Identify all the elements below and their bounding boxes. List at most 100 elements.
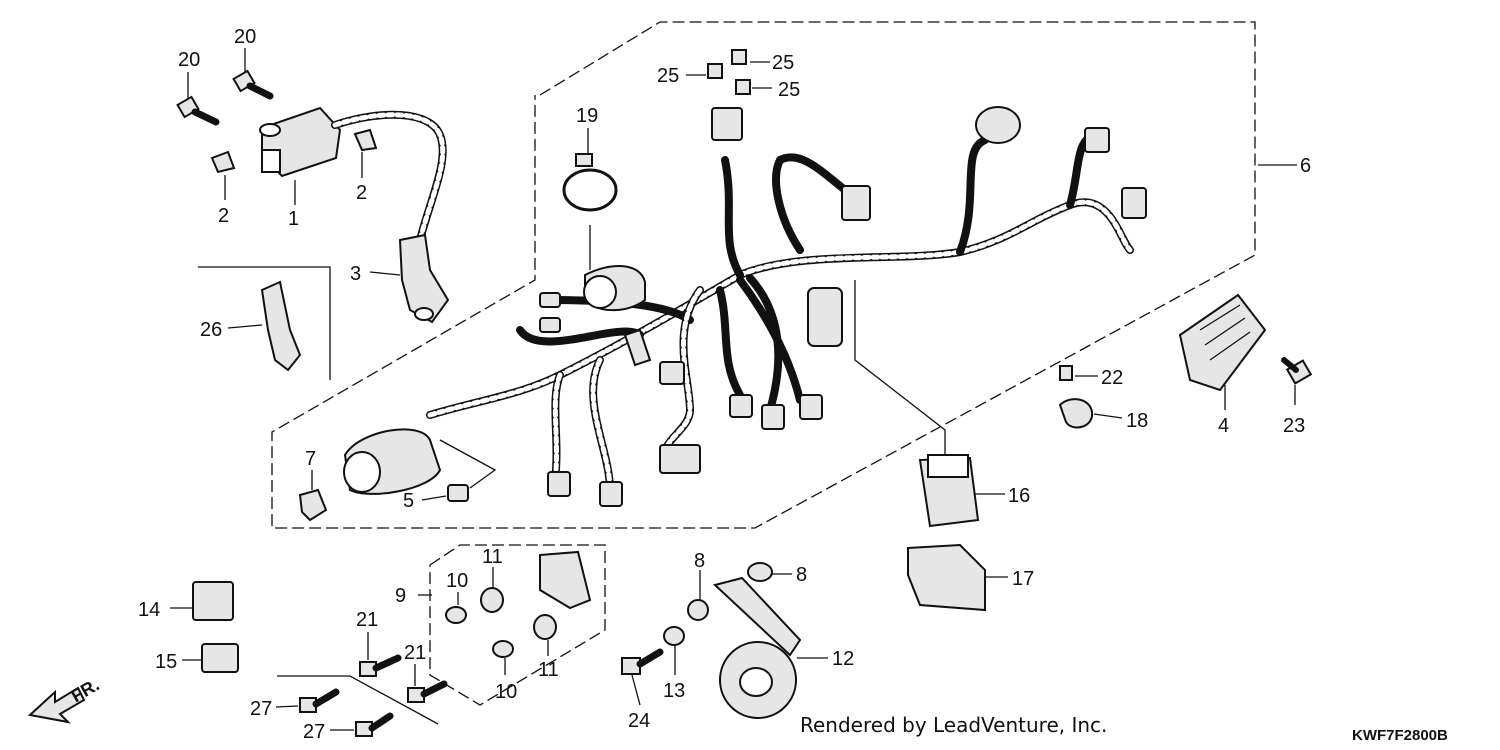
relay-bracket <box>539 550 592 610</box>
relay-cover-17 <box>907 543 986 612</box>
callout-10-bottom: 10 <box>495 681 517 703</box>
collar-10-a <box>445 606 467 624</box>
harness-sleeve <box>623 328 652 367</box>
rubber-cap-frame <box>198 266 331 380</box>
callout-2-right: 2 <box>356 182 367 204</box>
clip-22 <box>1059 365 1073 381</box>
harness-boot-left-rim <box>343 451 381 493</box>
relay-16 <box>918 454 980 528</box>
callout-21-left: 21 <box>356 609 378 631</box>
screw-27-b <box>355 712 394 737</box>
connector-tip-2 <box>539 317 561 333</box>
bolt-20-right <box>232 69 274 100</box>
harness-group-boundary <box>271 21 1256 529</box>
regulator-rectifier <box>1178 293 1267 392</box>
bolt-24 <box>621 648 664 675</box>
collar-13 <box>663 626 685 646</box>
relay-socket-15 <box>201 643 239 673</box>
fuse-25-c <box>735 79 751 95</box>
callout-25-top: 25 <box>772 52 794 74</box>
connector-low-6 <box>799 394 823 420</box>
fuse-25-b <box>731 49 747 65</box>
band-19 <box>562 168 618 212</box>
callout-25-left: 25 <box>657 65 679 87</box>
connector-low-1 <box>547 471 571 497</box>
connector-low-3 <box>659 444 701 474</box>
callout-5: 5 <box>403 490 414 512</box>
relay-group-boundary <box>429 544 606 706</box>
callout-17: 17 <box>1012 568 1034 590</box>
grommet-11-a <box>480 587 504 613</box>
grommet-11-b <box>533 614 557 640</box>
callout-20-right: 20 <box>234 26 256 48</box>
collar-10-b <box>492 640 514 658</box>
wire-harness <box>426 131 1134 494</box>
leader-lines <box>170 48 1297 731</box>
bolt-21-a <box>359 654 402 677</box>
callout-19: 19 <box>576 105 598 127</box>
harness-boot-mid-rim <box>583 275 617 309</box>
connector-low-4 <box>729 394 753 418</box>
spark-plug-cap <box>398 233 450 324</box>
callout-1: 1 <box>288 208 299 230</box>
connector-tip-1 <box>539 292 561 308</box>
connector-low-2 <box>599 481 623 507</box>
callout-8-top: 8 <box>694 550 705 572</box>
harness-sub-bottle <box>807 287 843 347</box>
callout-7: 7 <box>305 448 316 470</box>
callout-3: 3 <box>350 263 361 285</box>
relay-14 <box>192 581 234 621</box>
callout-23: 23 <box>1283 415 1305 437</box>
clamp-18 <box>1058 398 1094 429</box>
horn-bracket <box>712 576 802 657</box>
callout-14: 14 <box>138 599 160 621</box>
connector-low-7 <box>659 361 685 385</box>
ignition-coil <box>259 106 447 244</box>
screw-27-a <box>299 688 340 713</box>
callout-18: 18 <box>1126 410 1148 432</box>
horn-12-center <box>739 667 773 697</box>
callout-27-bottom: 27 <box>303 721 325 743</box>
callout-12: 12 <box>832 648 854 670</box>
connector-mid <box>841 185 871 221</box>
band-19-buckle <box>575 153 593 167</box>
callout-9: 9 <box>395 585 406 607</box>
rubber-cap-26 <box>260 280 302 372</box>
callout-24: 24 <box>628 710 650 732</box>
callout-4: 4 <box>1218 415 1229 437</box>
connector-right <box>1121 187 1147 219</box>
callout-11-top: 11 <box>482 546 503 568</box>
bolt-20-left <box>176 95 220 126</box>
callout-8-right: 8 <box>796 564 807 586</box>
callout-13: 13 <box>663 680 685 702</box>
callout-27-top: 27 <box>250 698 272 720</box>
bolt-23 <box>1281 357 1313 385</box>
connector-top <box>711 107 743 141</box>
callout-21-right: 21 <box>404 642 426 664</box>
connector-boot-right <box>975 106 1021 144</box>
clamp-2-right <box>353 128 378 152</box>
callout-15: 15 <box>155 651 177 673</box>
bolt-21-b <box>407 680 448 703</box>
front-direction-arrow <box>27 686 86 724</box>
washer-8-b <box>687 599 709 621</box>
connector-low-5 <box>761 404 785 430</box>
callout-10-top: 10 <box>446 570 468 592</box>
callout-6: 6 <box>1300 155 1311 177</box>
screw-frame <box>277 675 439 725</box>
clamp-2-left <box>210 150 236 174</box>
callout-22: 22 <box>1101 367 1123 389</box>
credit-text: Rendered by LeadVenture, Inc. <box>800 713 1107 737</box>
callout-25-bottom: 25 <box>778 79 800 101</box>
connector-far-right <box>1084 127 1110 153</box>
cap-7 <box>298 488 328 522</box>
fuse-25-a <box>707 63 723 79</box>
callout-20-left: 20 <box>178 49 200 71</box>
callout-2-left: 2 <box>218 205 229 227</box>
callout-11-bottom: 11 <box>538 659 559 681</box>
callout-16: 16 <box>1008 485 1030 507</box>
washer-8-a <box>747 562 773 582</box>
drawing-code: KWF7F2800B <box>1352 727 1448 744</box>
